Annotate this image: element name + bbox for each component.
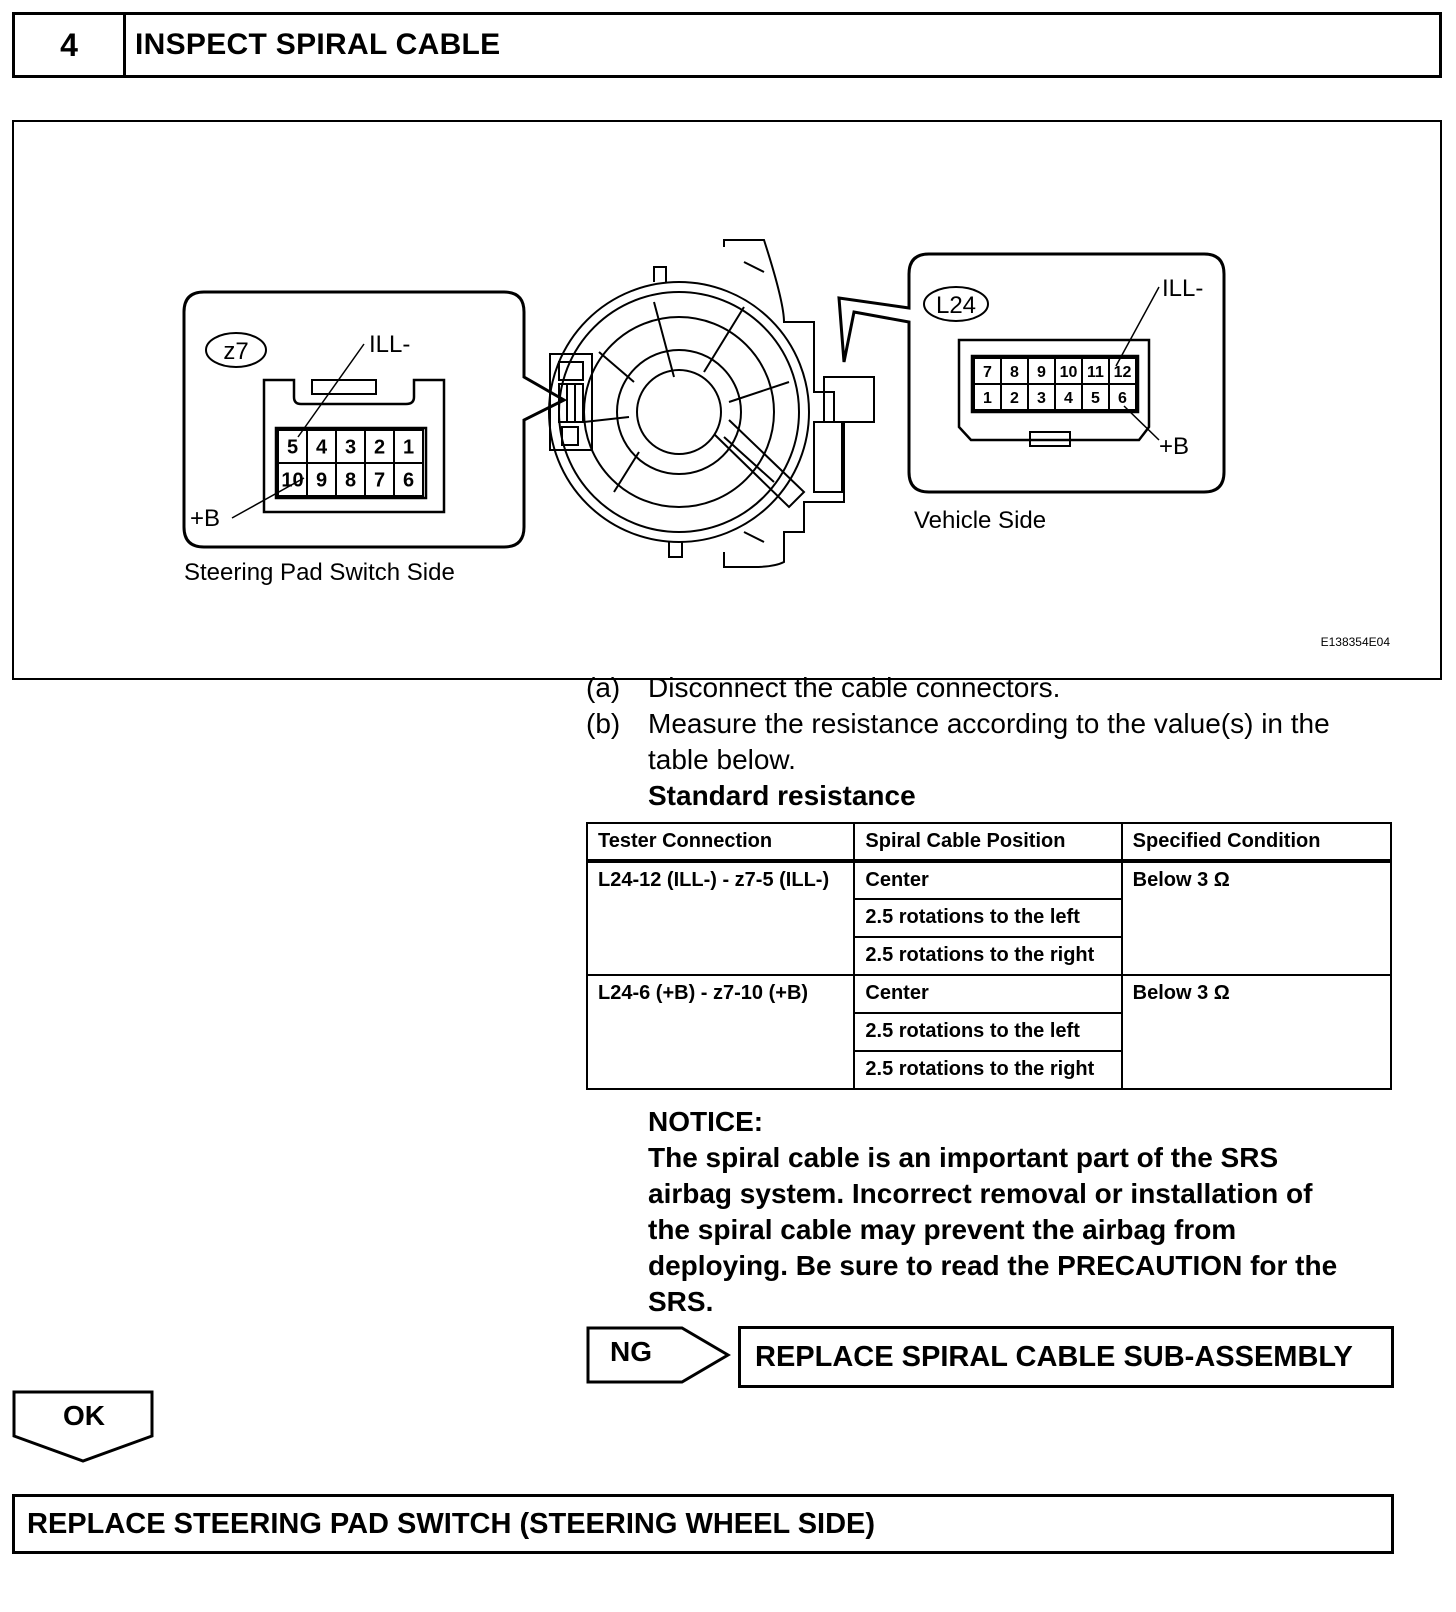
position-cell: Center bbox=[853, 860, 1123, 900]
l24-caption: Vehicle Side bbox=[914, 507, 1046, 534]
position-cell: 2.5 rotations to the right bbox=[853, 1050, 1123, 1090]
step-title: INSPECT SPIRAL CABLE bbox=[135, 28, 501, 61]
notice-line: SRS. bbox=[648, 1286, 714, 1317]
ok-arrow[interactable]: OK bbox=[12, 1390, 156, 1464]
step-a-text: Disconnect the cable connectors. bbox=[648, 672, 1061, 703]
ok-action-text: REPLACE STEERING PAD SWITCH (STEERING WH… bbox=[27, 1507, 876, 1540]
pin-label: 9 bbox=[316, 470, 327, 492]
pin-label: 11 bbox=[1087, 364, 1104, 381]
table-row: 2.5 rotations to the left bbox=[587, 1012, 1391, 1052]
table-header-row: Tester Connection Spiral Cable Position … bbox=[585, 822, 1393, 863]
step-b-line1: Measure the resistance according to the … bbox=[648, 708, 1330, 739]
notice-line: The spiral cable is an important part of… bbox=[648, 1142, 1279, 1173]
tester-connection-cell: L24-6 (+B) - z7-10 (+B) bbox=[585, 974, 856, 1090]
step-b: (b) Measure the resistance according to t… bbox=[586, 706, 1436, 742]
l24-ill-label: ILL- bbox=[1162, 275, 1203, 302]
condition-cell: Below 3 Ω bbox=[1120, 860, 1393, 976]
z7-b-label: +B bbox=[190, 505, 220, 532]
ng-action-text: REPLACE SPIRAL CABLE SUB-ASSEMBLY bbox=[755, 1340, 1353, 1373]
notice-line: the spiral cable may prevent the airbag … bbox=[648, 1214, 1237, 1245]
pin-label: 9 bbox=[1037, 364, 1046, 381]
z7-ill-label: ILL- bbox=[369, 331, 410, 358]
tester-connection-cell: L24-12 (ILL-) - z7-5 (ILL-) bbox=[585, 860, 856, 976]
resistance-table: Tester Connection Spiral Cable Position … bbox=[585, 822, 1393, 1090]
figure-code: E138354E04 bbox=[1321, 635, 1391, 649]
pin-label: 2 bbox=[374, 437, 385, 459]
z7-label-oval bbox=[205, 332, 267, 368]
step-header: 4 INSPECT SPIRAL CABLE bbox=[12, 12, 1442, 78]
table-row: L24-6 (+B) - z7-10 (+B) Center Below 3 Ω bbox=[585, 974, 1393, 1090]
table-row: 2.5 rotations to the right bbox=[587, 936, 1391, 976]
pin-label: 8 bbox=[1010, 364, 1019, 381]
spiral-cable-drawing bbox=[548, 239, 875, 568]
table-row: 2.5 rotations to the right bbox=[587, 1050, 1391, 1090]
standard-heading: Standard resistance bbox=[648, 780, 916, 811]
pin-label: 8 bbox=[345, 470, 356, 492]
ok-arrow-shape bbox=[12, 1390, 154, 1463]
pin-label: 5 bbox=[1091, 390, 1100, 407]
pin-label: 10 bbox=[1060, 364, 1078, 381]
l24-label-oval bbox=[923, 286, 989, 322]
pin-label: 12 bbox=[1114, 364, 1132, 381]
notice-line: airbag system. Incorrect removal or inst… bbox=[648, 1178, 1313, 1209]
table-header: Spiral Cable Position bbox=[853, 822, 1123, 863]
step-b-line2: table below. bbox=[648, 744, 796, 775]
step-b-label: (b) bbox=[586, 708, 621, 739]
pin-label: 7 bbox=[983, 364, 992, 381]
notice-title: NOTICE: bbox=[648, 1106, 764, 1137]
pin-label: 4 bbox=[316, 437, 328, 459]
pin-label: 3 bbox=[1037, 390, 1046, 407]
condition-cell: Below 3 Ω bbox=[1120, 974, 1393, 1090]
notice-block: NOTICE: The spiral cable is an important… bbox=[648, 1104, 1438, 1320]
table-header: Specified Condition bbox=[1120, 822, 1393, 863]
position-cell: 2.5 rotations to the right bbox=[853, 936, 1123, 976]
pin-label: 5 bbox=[287, 437, 298, 459]
z7-label: z7 bbox=[223, 338, 248, 365]
l24-label: L24 bbox=[936, 292, 976, 319]
pin-label: 10 bbox=[281, 470, 303, 492]
z7-caption: Steering Pad Switch Side bbox=[184, 559, 455, 586]
pin-label: 3 bbox=[345, 437, 356, 459]
ng-label: NG bbox=[610, 1336, 652, 1367]
table-row: L24-12 (ILL-) - z7-5 (ILL-) Center Below… bbox=[585, 860, 1393, 976]
position-cell: Center bbox=[853, 974, 1123, 1014]
step-a-label: (a) bbox=[586, 672, 621, 703]
pin-cell bbox=[1108, 383, 1137, 411]
step-number: 4 bbox=[15, 15, 126, 75]
position-cell: 2.5 rotations to the left bbox=[853, 898, 1123, 938]
notice-line: deploying. Be sure to read the PRECAUTIO… bbox=[648, 1250, 1338, 1281]
ng-action-box[interactable]: REPLACE SPIRAL CABLE SUB-ASSEMBLY bbox=[738, 1326, 1394, 1388]
ng-arrow[interactable]: NG bbox=[586, 1326, 732, 1384]
pin-label: 6 bbox=[403, 470, 414, 492]
pin-label: 4 bbox=[1064, 390, 1073, 407]
pin-label: 1 bbox=[403, 437, 414, 459]
pin-label: 1 bbox=[983, 390, 992, 407]
ok-label: OK bbox=[63, 1400, 105, 1431]
ng-arrow-shape bbox=[586, 1326, 731, 1384]
pin-label: 6 bbox=[1118, 390, 1127, 407]
l24-b-label: +B bbox=[1159, 433, 1189, 460]
instructions: (a) Disconnect the cable connectors. (b) M… bbox=[586, 670, 1436, 814]
pin-label: 7 bbox=[374, 470, 385, 492]
pin-label: 2 bbox=[1010, 390, 1019, 407]
table-row: 2.5 rotations to the left bbox=[587, 898, 1391, 938]
table-header: Tester Connection bbox=[585, 822, 856, 863]
step-a: (a) Disconnect the cable connectors. bbox=[586, 670, 1436, 706]
position-cell: 2.5 rotations to the left bbox=[853, 1012, 1123, 1052]
pin-cell bbox=[393, 462, 424, 497]
ok-action-box[interactable]: REPLACE STEERING PAD SWITCH (STEERING WH… bbox=[12, 1494, 1394, 1554]
